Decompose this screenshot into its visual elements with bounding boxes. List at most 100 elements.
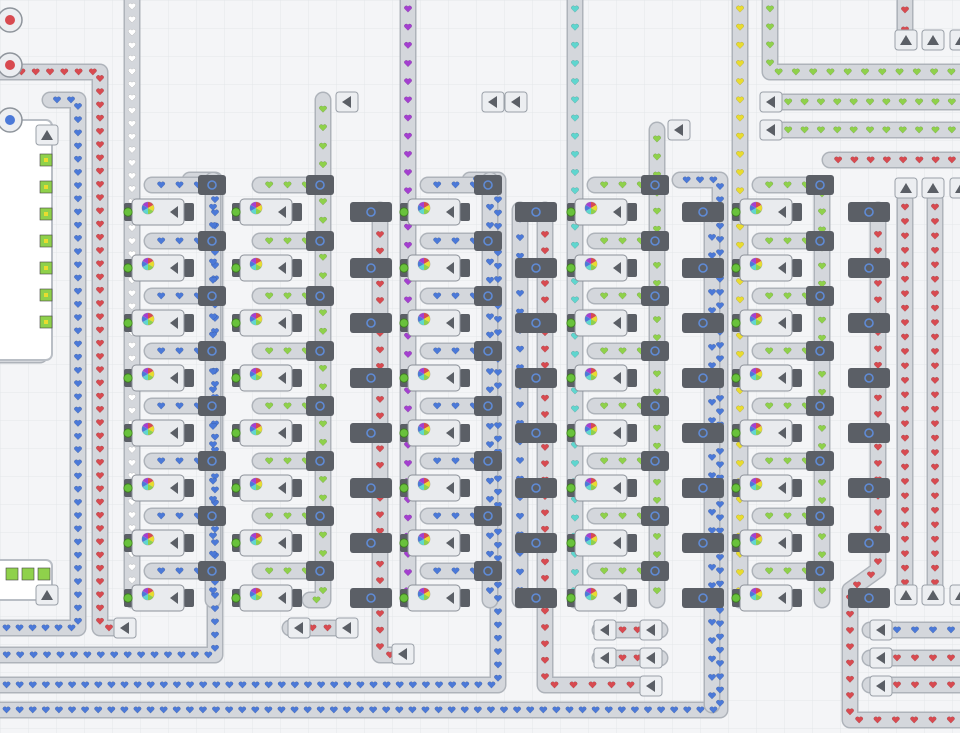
- orb-yellow: [256, 591, 263, 597]
- heart-shape-icon: [74, 103, 82, 111]
- balancer-icon[interactable]: [641, 231, 669, 251]
- heart-shape-icon: [931, 521, 939, 529]
- heart-shape-icon: [901, 550, 909, 558]
- balancer-icon[interactable]: [641, 506, 669, 526]
- balancer-icon[interactable]: [306, 561, 334, 581]
- heart-shape-icon: [494, 502, 502, 510]
- heart-shape-icon: [765, 512, 774, 520]
- balancer-icon[interactable]: [306, 341, 334, 361]
- orb-yellow: [591, 371, 598, 377]
- balancer-icon[interactable]: [848, 313, 890, 333]
- balancer-icon[interactable]: [806, 286, 834, 306]
- stored-shape-detail: [44, 158, 48, 162]
- balancer-icon[interactable]: [474, 286, 502, 306]
- balancer-icon[interactable]: [515, 313, 557, 333]
- balancer-icon[interactable]: [474, 396, 502, 416]
- balancer-icon[interactable]: [306, 286, 334, 306]
- heart-shape-icon: [74, 301, 82, 309]
- balancer-icon[interactable]: [848, 588, 890, 608]
- heart-shape-icon: [736, 41, 744, 50]
- balancer-icon[interactable]: [515, 368, 557, 388]
- balancer-icon[interactable]: [350, 313, 392, 333]
- balancer-icon[interactable]: [350, 478, 392, 498]
- balancer-icon[interactable]: [350, 533, 392, 553]
- heart-shape-icon: [736, 241, 744, 250]
- balancer-icon[interactable]: [641, 561, 669, 581]
- balancer-icon[interactable]: [515, 258, 557, 278]
- balancer-icon[interactable]: [515, 202, 557, 222]
- balancer-icon[interactable]: [474, 506, 502, 526]
- balancer-icon[interactable]: [306, 396, 334, 416]
- balancer-icon[interactable]: [682, 588, 724, 608]
- balancer-icon[interactable]: [515, 423, 557, 443]
- balancer-icon[interactable]: [806, 561, 834, 581]
- balancer-icon[interactable]: [474, 561, 502, 581]
- heart-shape-icon: [516, 345, 524, 353]
- heart-shape-icon: [571, 150, 579, 159]
- balancer-icon[interactable]: [474, 451, 502, 471]
- balancer-icon[interactable]: [198, 506, 226, 526]
- balancer-icon[interactable]: [350, 202, 392, 222]
- balancer-icon[interactable]: [848, 423, 890, 443]
- heart-shape-icon: [494, 595, 502, 603]
- heart-shape-icon: [211, 486, 219, 494]
- heart-shape-icon: [929, 681, 937, 689]
- balancer-icon[interactable]: [474, 341, 502, 361]
- balancer-icon[interactable]: [306, 451, 334, 471]
- balancer-icon[interactable]: [474, 231, 502, 251]
- chevron-icon: [876, 624, 885, 636]
- balancer-icon[interactable]: [682, 423, 724, 443]
- heart-shape-icon: [494, 634, 502, 643]
- balancer-icon[interactable]: [198, 451, 226, 471]
- balancer-icon[interactable]: [515, 533, 557, 553]
- balancer-icon[interactable]: [682, 478, 724, 498]
- connector-green-icon: [123, 207, 133, 217]
- balancer-icon[interactable]: [848, 478, 890, 498]
- balancer-icon[interactable]: [848, 202, 890, 222]
- balancer-icon[interactable]: [474, 175, 502, 195]
- heart-shape-icon: [2, 624, 11, 632]
- balancer-icon[interactable]: [350, 258, 392, 278]
- balancer-icon[interactable]: [641, 451, 669, 471]
- balancer-icon[interactable]: [515, 588, 557, 608]
- orb-red: [424, 478, 430, 484]
- balancer-icon[interactable]: [306, 506, 334, 526]
- balancer-icon[interactable]: [682, 202, 724, 222]
- heart-shape-icon: [653, 207, 661, 215]
- balancer-icon[interactable]: [848, 533, 890, 553]
- balancer-icon[interactable]: [350, 588, 392, 608]
- balancer-icon[interactable]: [806, 451, 834, 471]
- balancer-icon[interactable]: [641, 175, 669, 195]
- connector-green-icon: [566, 593, 576, 603]
- balancer-icon[interactable]: [641, 341, 669, 361]
- balancer-icon[interactable]: [198, 341, 226, 361]
- balancer-icon[interactable]: [682, 313, 724, 333]
- heart-shape-icon: [319, 105, 327, 113]
- balancer-icon[interactable]: [806, 341, 834, 361]
- balancer-icon[interactable]: [198, 561, 226, 581]
- balancer-icon[interactable]: [350, 368, 392, 388]
- balancer-icon[interactable]: [806, 396, 834, 416]
- balancer-icon[interactable]: [198, 175, 226, 195]
- balancer-icon[interactable]: [306, 175, 334, 195]
- balancer-icon[interactable]: [806, 506, 834, 526]
- balancer-icon[interactable]: [806, 231, 834, 251]
- balancer-icon[interactable]: [641, 396, 669, 416]
- orb-yellow: [591, 261, 598, 267]
- balancer-icon[interactable]: [306, 231, 334, 251]
- balancer-icon[interactable]: [848, 368, 890, 388]
- balancer-icon[interactable]: [350, 423, 392, 443]
- balancer-icon[interactable]: [198, 286, 226, 306]
- balancer-icon[interactable]: [198, 396, 226, 416]
- balancer-icon[interactable]: [682, 258, 724, 278]
- belt-left-blue[interactable]: [0, 93, 85, 635]
- balancer-icon[interactable]: [682, 533, 724, 553]
- balancer-icon[interactable]: [198, 231, 226, 251]
- connector-green-icon: [231, 318, 241, 328]
- balancer-icon[interactable]: [641, 286, 669, 306]
- balancer-icon[interactable]: [515, 478, 557, 498]
- balancer-icon[interactable]: [848, 258, 890, 278]
- balancer-icon[interactable]: [682, 368, 724, 388]
- balancer-icon[interactable]: [806, 175, 834, 195]
